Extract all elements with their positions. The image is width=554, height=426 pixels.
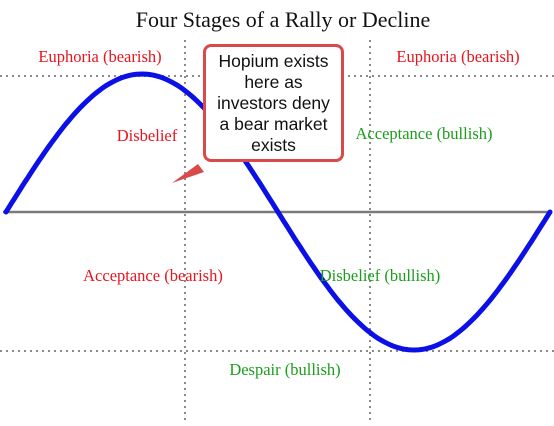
- label-disbelief-bearish: Disbelief: [117, 126, 178, 145]
- label-acceptance-bullish: Acceptance (bullish): [356, 124, 493, 143]
- label-despair-bullish: Despair (bullish): [229, 360, 340, 379]
- diagram-title: Four Stages of a Rally or Decline: [136, 7, 431, 32]
- sine-wave: [3, 71, 553, 353]
- callout-text: Hopium exists here as investors deny a b…: [217, 50, 330, 155]
- label-disbelief-bullish: Disbelief (bullish): [320, 266, 441, 285]
- label-euphoria-right: Euphoria (bearish): [396, 47, 519, 66]
- label-acceptance-bearish: Acceptance (bearish): [83, 266, 223, 285]
- label-euphoria-left: Euphoria (bearish): [38, 47, 161, 66]
- hopium-callout: Hopium exists here as investors deny a b…: [203, 44, 344, 162]
- callout-arrow: [172, 164, 204, 183]
